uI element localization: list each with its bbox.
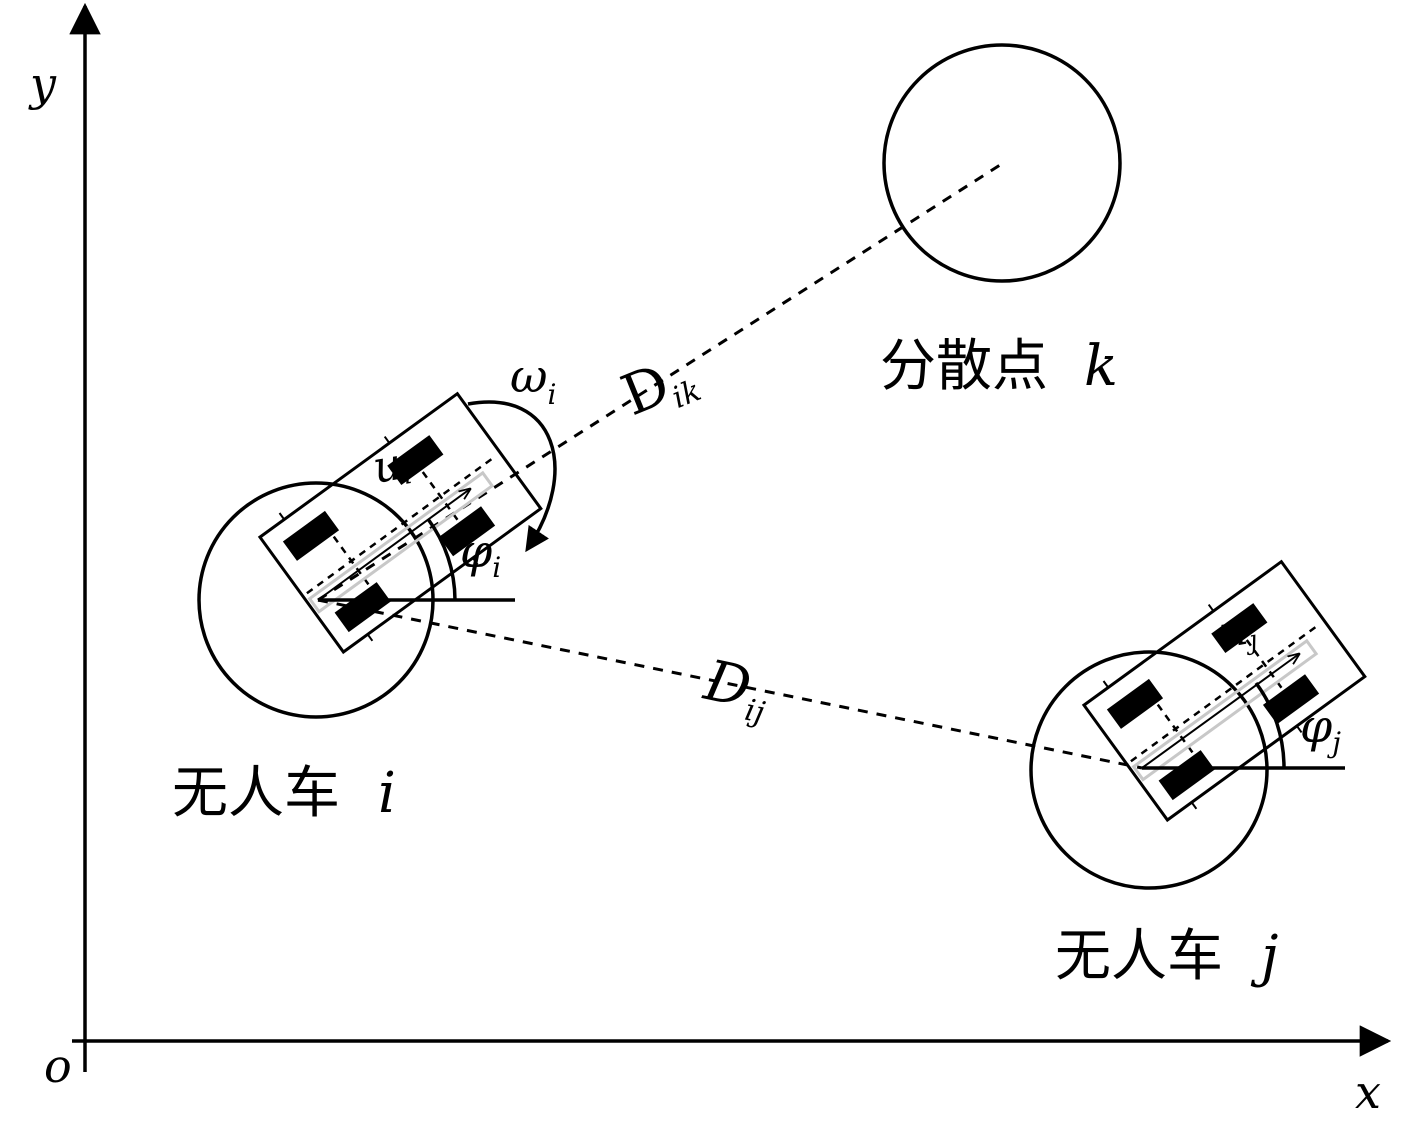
vehicle-i-speed-label: ui (369, 437, 414, 496)
vehicle-i-velocity-arrow (317, 489, 470, 601)
dispersal-point-label: 分散点 k (880, 334, 1118, 399)
vehicle-i-label-var: i (378, 761, 396, 826)
distance-line-ik (317, 163, 1001, 602)
distance-line-ij (317, 598, 1143, 770)
vehicle-j-heading-label: φj (1300, 699, 1341, 759)
vehicle-j-label-var: j (1250, 924, 1278, 989)
coordinate-axes: x y o (28, 2, 1392, 1119)
y-axis-label: y (28, 57, 57, 111)
vehicle-j-label: 无人车 j (1055, 924, 1278, 989)
vehicle-j-velocity-arrow (1141, 654, 1299, 769)
vehicle-j: 无人车 j uj φj (1029, 553, 1372, 989)
dispersal-point-label-text: 分散点 (880, 334, 1048, 399)
dispersal-point-circle (882, 43, 1122, 283)
x-axis-label: x (1355, 1065, 1381, 1119)
origin-label: o (44, 1039, 72, 1093)
vehicle-i-label: 无人车 i (172, 761, 396, 826)
vehicle-i-heading-label: φi (460, 524, 501, 584)
distance-ij-label: Dij (697, 648, 775, 731)
dispersal-point-label-var: k (1084, 334, 1118, 399)
vehicle-i-label-text: 无人车 (172, 761, 340, 826)
vehicle-i-angular-arrow (467, 400, 557, 553)
vehicle-i-angular-label: ωi (510, 349, 556, 411)
vehicle-i: 无人车 i ui φi ωi (172, 349, 557, 826)
vehicle-i-heading-arc (426, 517, 457, 601)
vehicle-j-envelope (1029, 650, 1269, 890)
distance-ik-label: Dik (613, 341, 706, 432)
vehicle-j-heading-arc (1254, 681, 1286, 769)
dispersal-point-k: 分散点 k (880, 43, 1122, 399)
vehicle-j-label-text: 无人车 (1055, 924, 1223, 989)
